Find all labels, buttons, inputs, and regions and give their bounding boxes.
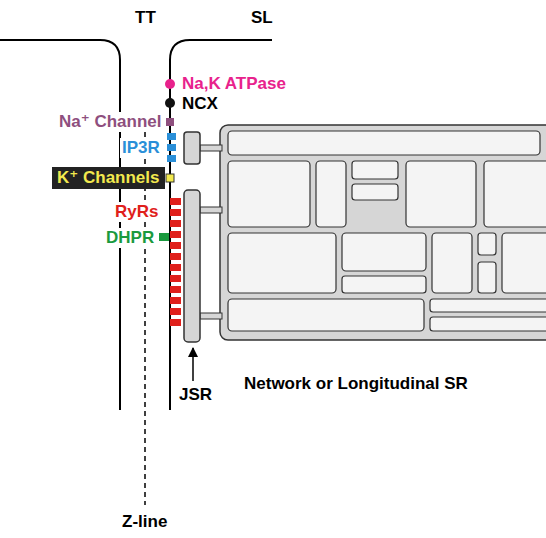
structure-label: JSR: [177, 385, 214, 405]
sarcolemma-membrane: [0, 40, 120, 410]
region-label: SL: [249, 8, 275, 28]
na-k-atpase-symbol: [165, 79, 175, 89]
jsr-pointer: [192, 348, 194, 381]
protein-label: IP3R: [120, 138, 162, 158]
ryr-symbol: [170, 198, 181, 326]
protein-label: NCX: [180, 94, 220, 114]
network-sr: [220, 125, 546, 340]
protein-label: Na⁺ Channel: [57, 112, 164, 132]
ip3r-symbol: [167, 133, 176, 162]
junctional-sr: [184, 190, 200, 342]
na-channel-symbol: [166, 118, 174, 126]
axis-label: Z-line: [120, 512, 169, 532]
sr-connector: [200, 313, 222, 319]
region-label: TT: [133, 8, 158, 28]
node-text: K⁺ Channels: [57, 168, 160, 188]
protein-label: Na,K ATPase: [180, 74, 288, 94]
sr-tubules: [228, 131, 546, 331]
protein-label: RyRs: [113, 202, 160, 222]
dhpr-symbol: [159, 233, 169, 241]
sr-connector: [200, 207, 222, 213]
protein-label: DHPR: [104, 228, 156, 248]
ncx-symbol: [165, 98, 175, 108]
sr-connector: [200, 145, 222, 151]
sr-junction: [184, 132, 200, 164]
channel-box: K⁺ Channels: [52, 167, 165, 189]
structure-label: Network or Longitudinal SR: [242, 374, 470, 394]
k-channel-symbol: [166, 174, 174, 182]
